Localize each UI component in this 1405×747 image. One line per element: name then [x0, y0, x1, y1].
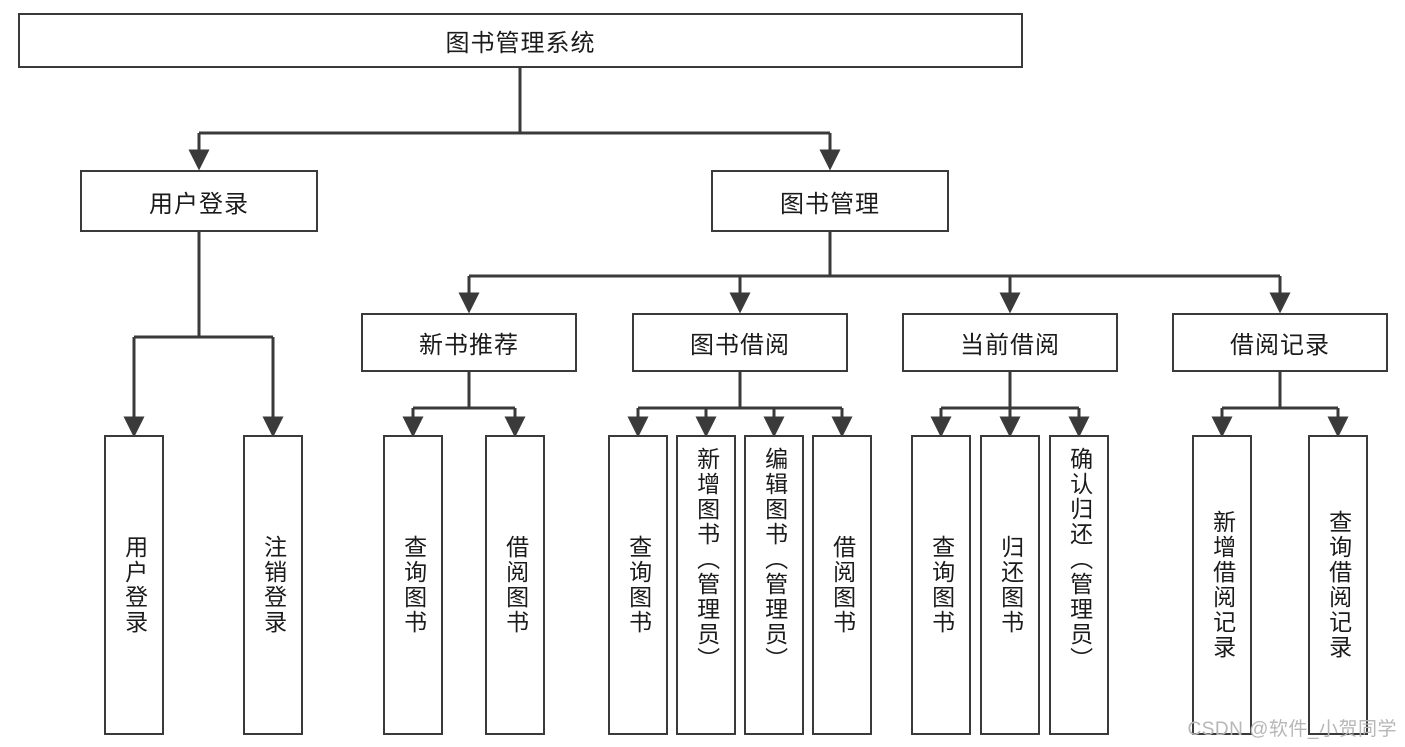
node-leaf-borrow-record-add[interactable]: 新增借阅记录 [1192, 435, 1252, 735]
node-book-management[interactable]: 图书管理 [711, 170, 949, 232]
node-label: 当前借阅 [960, 332, 1060, 359]
node-label: 图书管理 [780, 190, 880, 218]
node-label: 查询图书 [625, 535, 652, 635]
node-leaf-borrow-record-query[interactable]: 查询借阅记录 [1308, 435, 1368, 735]
node-label: 新增借阅记录 [1209, 510, 1236, 660]
node-label: 新增图书（管理员） [693, 447, 720, 672]
node-label: 借阅图书 [829, 535, 856, 635]
node-leaf-current-borrow-query[interactable]: 查询图书 [911, 435, 971, 735]
node-label: 查询图书 [928, 535, 955, 635]
node-leaf-current-borrow-confirm[interactable]: 确认归还（管理员） [1049, 435, 1109, 735]
watermark: CSDN @软件_小贺同学 [1187, 719, 1397, 740]
node-label: 用户登录 [149, 190, 249, 218]
node-label: 归还图书 [997, 535, 1024, 635]
node-label: 编辑图书（管理员） [761, 447, 788, 672]
node-leaf-user-login-login[interactable]: 用户登录 [104, 435, 164, 735]
node-label: 图书管理系统 [445, 30, 596, 57]
node-label: 查询图书 [400, 535, 427, 635]
node-user-login[interactable]: 用户登录 [80, 170, 318, 232]
node-label: 新书推荐 [419, 332, 519, 359]
node-label: 用户登录 [121, 535, 148, 635]
node-leaf-new-book-query[interactable]: 查询图书 [383, 435, 443, 735]
node-label: 注销登录 [260, 535, 287, 635]
node-leaf-current-borrow-return[interactable]: 归还图书 [980, 435, 1040, 735]
node-book-borrow[interactable]: 图书借阅 [632, 313, 848, 372]
node-borrow-record[interactable]: 借阅记录 [1172, 313, 1388, 372]
node-root-system[interactable]: 图书管理系统 [18, 13, 1023, 68]
node-label: 确认归还（管理员） [1066, 447, 1093, 672]
node-leaf-new-book-borrow[interactable]: 借阅图书 [485, 435, 545, 735]
node-current-borrow[interactable]: 当前借阅 [902, 313, 1118, 372]
node-label: 图书借阅 [690, 332, 790, 359]
node-label: 借阅记录 [1230, 332, 1330, 359]
node-label: 查询借阅记录 [1325, 510, 1352, 660]
node-leaf-book-borrow-edit[interactable]: 编辑图书（管理员） [744, 435, 804, 735]
node-leaf-book-borrow-borrow[interactable]: 借阅图书 [812, 435, 872, 735]
node-leaf-user-login-logout[interactable]: 注销登录 [243, 435, 303, 735]
node-leaf-book-borrow-query[interactable]: 查询图书 [608, 435, 668, 735]
node-new-book-recommend[interactable]: 新书推荐 [361, 313, 577, 372]
node-label: 借阅图书 [502, 535, 529, 635]
node-leaf-book-borrow-add[interactable]: 新增图书（管理员） [676, 435, 736, 735]
